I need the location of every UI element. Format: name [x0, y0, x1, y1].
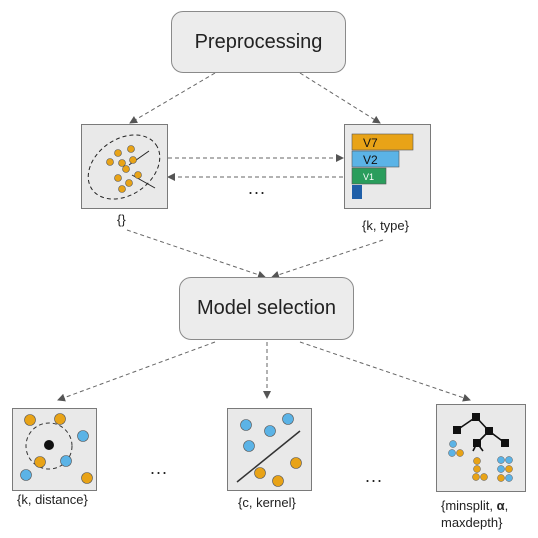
model-tree-label: {minsplit, α, maxdepth} [441, 497, 508, 531]
arrow-model-knn [57, 341, 216, 402]
preprocess-left-label: {} [117, 212, 126, 227]
model-knn-label: {k, distance} [17, 492, 88, 507]
bar-v1 [351, 167, 387, 185]
arrow-right-to-model [271, 239, 384, 279]
tree-plot [448, 413, 513, 482]
arrow-pre-left [129, 72, 216, 124]
model-selection-label: Model selection [197, 297, 336, 319]
model-svm-label: {c, kernel} [238, 495, 296, 510]
bar-v2-label: V2 [363, 153, 378, 167]
bar-v1-label: V1 [363, 172, 374, 182]
bar-v2 [351, 150, 400, 168]
bar-v7-label: V7 [363, 136, 378, 150]
models-ellipsis-2: ... [365, 466, 384, 486]
arrow-pre-right [299, 72, 381, 124]
tree-label-line2: maxdepth} [441, 515, 503, 530]
model-selection-box[interactable]: Model selection [179, 277, 354, 340]
clustering-scatter [87, 134, 161, 200]
preprocess-right-panel: V7 V2 V1 [344, 124, 431, 209]
model-svm-panel [227, 408, 312, 491]
query-point [44, 440, 54, 450]
bar-v0 [352, 185, 362, 199]
arrow-left-to-model [126, 229, 266, 279]
preprocess-right-label: {k, type} [362, 218, 409, 233]
preprocessing-box[interactable]: Preprocessing [171, 11, 346, 73]
arrow-model-tree [299, 341, 471, 402]
knn-plot [20, 413, 93, 484]
preprocess-left-panel [81, 124, 168, 209]
tree-label-part2: , [504, 498, 509, 513]
root-node [472, 413, 480, 421]
model-tree-panel [436, 404, 526, 492]
tree-label-part1: {minsplit, [441, 498, 497, 513]
svm-plot [236, 413, 302, 487]
version-bars: V7 V2 V1 [351, 133, 414, 199]
models-ellipsis-1: ... [150, 458, 169, 478]
preprocess-ellipsis: ... [248, 178, 267, 198]
bar-v7 [351, 133, 414, 151]
alpha-symbol: α [496, 498, 505, 513]
model-knn-panel [12, 408, 97, 491]
decision-boundary [236, 430, 301, 483]
preprocessing-label: Preprocessing [194, 30, 323, 53]
